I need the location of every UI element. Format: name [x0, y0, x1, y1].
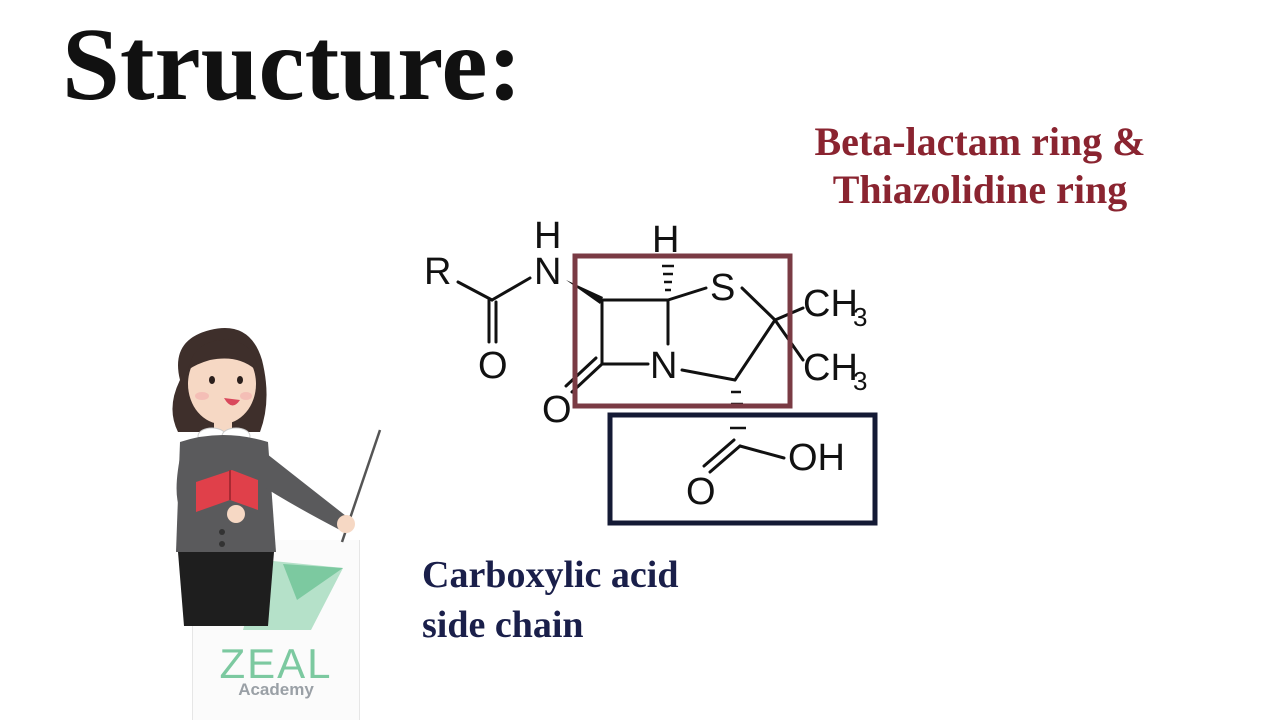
side-chain-label-line-2: side chain [422, 604, 584, 646]
atom-ch3-bottom-subscript: 3 [853, 366, 867, 396]
page-title: Structure: [62, 7, 523, 122]
bond-hash-carboxyl [730, 390, 746, 430]
bond-c-n-ring [680, 368, 737, 382]
bond-c-o-a [708, 444, 742, 474]
logo-name: ZEAL [219, 640, 333, 687]
atom-h-amide: H [534, 215, 561, 257]
rings-label-line-1: Beta-lactam ring & [814, 119, 1146, 164]
atom-o-acid: O [686, 471, 716, 513]
atom-n-amide: N [534, 251, 561, 293]
bond-c-o-b [702, 438, 736, 468]
atom-ch3-top-subscript: 3 [853, 302, 867, 332]
atom-r: R [424, 251, 451, 293]
rings-highlight-box [572, 253, 793, 409]
bond-lactam-co-b [564, 356, 598, 388]
atom-s: S [710, 267, 735, 309]
bonds [456, 276, 805, 474]
bond-r-c [456, 280, 494, 302]
atom-n-ring: N [650, 345, 677, 387]
rings-label-line-2: Thiazolidine ring [832, 167, 1128, 212]
atom-h-bridge: H [652, 219, 679, 261]
side-chain-highlight-box [607, 412, 878, 526]
bond-wedge [566, 280, 603, 304]
atom-ch3-top: CH [803, 283, 858, 325]
bond-c-s [666, 286, 708, 302]
rings-label: Beta-lactam ring & Thiazolidine ring [790, 118, 1170, 214]
bond-c-n [490, 276, 532, 302]
bond-cq-c [733, 318, 777, 382]
side-chain-label: Carboxylic acid side chain [422, 550, 678, 650]
side-chain-label-line-1: Carboxylic acid [422, 554, 679, 596]
bond-c-oh [738, 444, 786, 460]
bond-hash-h [662, 264, 674, 292]
atom-o-amide: O [478, 345, 508, 387]
logo-subtitle: Academy [238, 680, 314, 699]
atom-o-lactam: O [542, 389, 572, 431]
teacher-illustration [172, 328, 382, 626]
atom-ch3-bottom: CH [803, 347, 858, 389]
atom-oh: OH [788, 437, 845, 479]
book-icon [196, 470, 258, 512]
bond-s-c [740, 286, 777, 322]
